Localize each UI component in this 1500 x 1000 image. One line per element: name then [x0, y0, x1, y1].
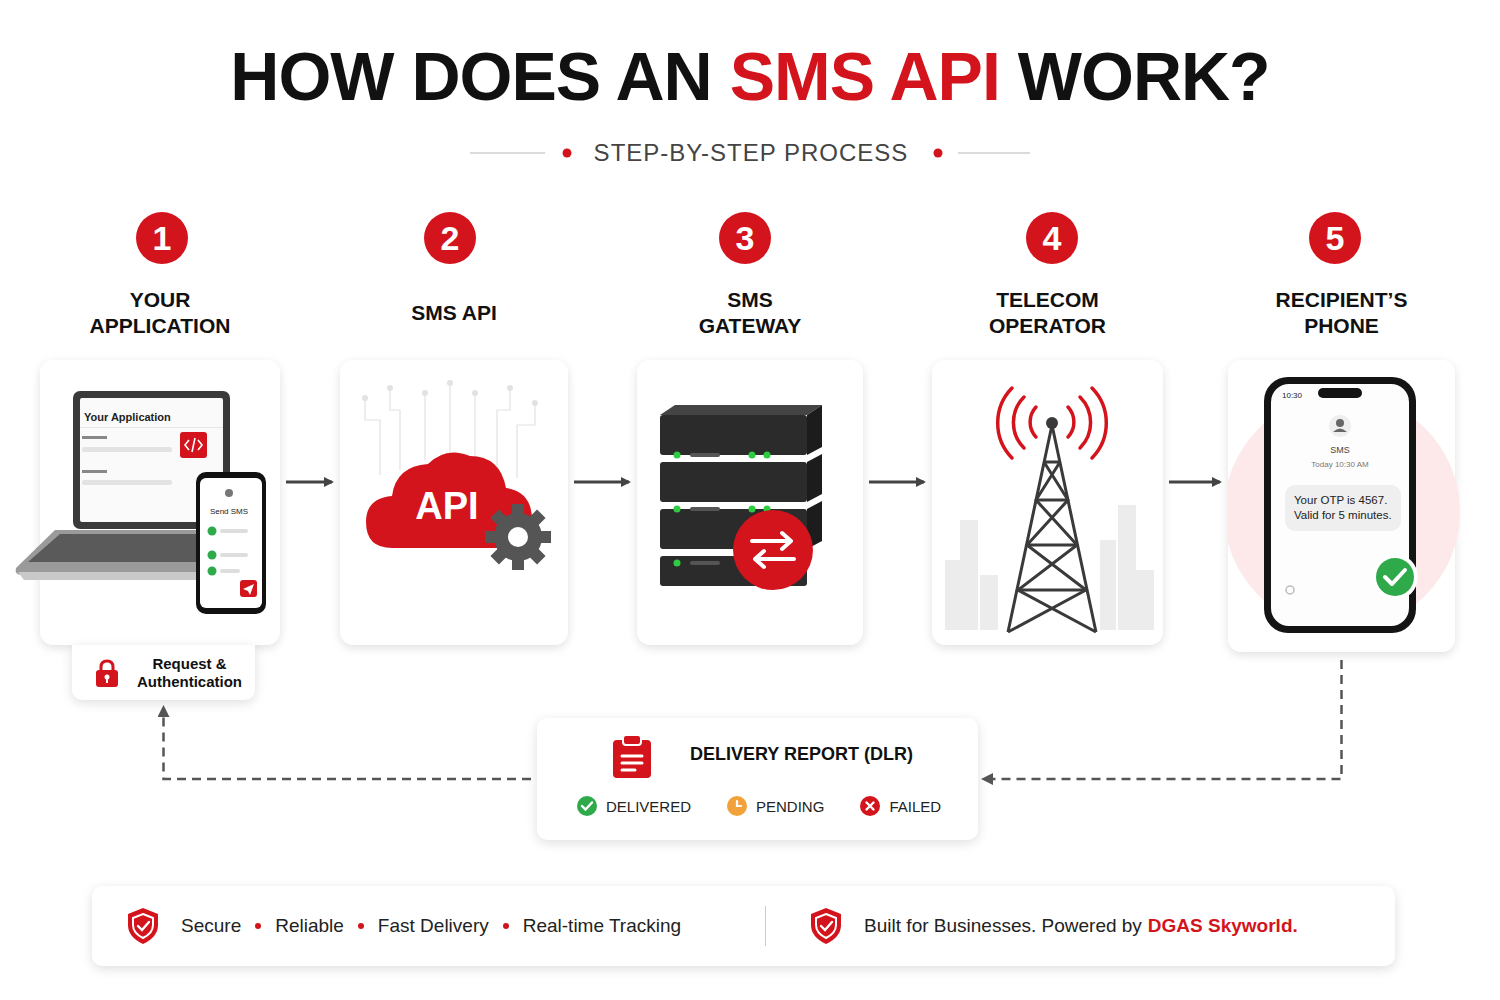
- status-item: FAILED: [860, 796, 941, 816]
- feature-text: Secure: [181, 915, 241, 937]
- callout-number: 4: [1043, 221, 1062, 255]
- step-card: YOUR APPLICATION: [40, 360, 280, 645]
- separator-dot: [255, 923, 261, 929]
- message-text: Your OTP is 4567. Valid for 5 minutes.: [1294, 493, 1392, 523]
- status-label: PENDING: [756, 798, 824, 815]
- sender-name: SMS: [1330, 446, 1350, 455]
- brand-name: DGAS Skyworld.: [1148, 915, 1298, 937]
- cloud-label: API: [415, 487, 478, 525]
- status-item: DELIVERED: [577, 796, 691, 816]
- step-heading: SMS GATEWAY: [685, 282, 815, 344]
- title-text: HOW DOES AN: [230, 36, 711, 116]
- laptop-phone-icon: [16, 391, 266, 614]
- step-circle: [136, 212, 1361, 264]
- separator-dot: [358, 923, 364, 929]
- lock-icon: [94, 658, 120, 688]
- auth-box: Request & Authentication: [72, 645, 255, 700]
- status-item: PENDING: [727, 796, 824, 816]
- step-card: SMS GATEWAY: [637, 360, 863, 645]
- report-heading: DELIVERY REPORT (DLR): [690, 744, 913, 765]
- callout-number: 1: [153, 221, 172, 255]
- message-bubble: Your OTP is 4567. Valid for 5 minutes.: [1285, 485, 1401, 531]
- divider: [765, 906, 766, 946]
- flow-arrow: [1169, 481, 1220, 484]
- callout-number: 5: [1326, 221, 1345, 255]
- report-arrow: [164, 708, 532, 779]
- report-arrow: [984, 660, 1342, 779]
- step-heading: RECIPIENT’S PHONE: [1262, 282, 1422, 344]
- status-icon: [577, 796, 597, 816]
- auth-label: Request & Authentication: [134, 655, 245, 691]
- step-heading: TELECOM OPERATOR: [973, 282, 1123, 344]
- feature-text: Real-time Tracking: [523, 915, 681, 937]
- status-icon: [860, 796, 880, 816]
- clipboard-icon: [609, 732, 655, 780]
- status-row: DELIVERED PENDING FAILED: [577, 796, 948, 816]
- shield-icon: [125, 906, 161, 946]
- callout-number: 2: [441, 221, 460, 255]
- feature-text: Built for Businesses. Powered by: [864, 915, 1142, 937]
- phone-icon: [1224, 377, 1460, 633]
- api-cloud-icon: [362, 380, 551, 570]
- step-card: RECIPIENT’S PHONEYour OTP is 4567. Valid…: [1228, 360, 1455, 652]
- separator-dot: [503, 923, 509, 929]
- report-box: DELIVERY REPORT (DLR) DELIVERED PENDING FAI…: [537, 718, 978, 840]
- flow-arrow: [869, 481, 924, 484]
- server-icon: [660, 405, 822, 590]
- subtitle: STEP-BY-STEP PROCESS: [594, 141, 909, 165]
- screen-title: Send SMS: [210, 508, 248, 516]
- tower-icon: [945, 388, 1154, 632]
- feature-text: Reliable: [275, 915, 344, 937]
- screen-title: Your Application: [84, 412, 171, 423]
- status-label: FAILED: [889, 798, 941, 815]
- status-icon: [727, 796, 747, 816]
- title-row: HOW DOES ANSMS APIWORK?: [0, 36, 1500, 116]
- flow-arrow: [574, 481, 629, 484]
- callout-number: 3: [736, 221, 755, 255]
- step-card: TELECOM OPERATOR: [932, 360, 1163, 645]
- message-time: Today 10:30 AM: [1311, 461, 1368, 469]
- title-text: SMS API: [730, 36, 1000, 116]
- title-text: WORK?: [1018, 36, 1270, 116]
- feature-bar: Secure Reliable Fast Delivery Real-time Tra…: [92, 886, 1395, 966]
- shield-icon: [808, 906, 844, 946]
- step-heading: YOUR APPLICATION: [75, 282, 245, 344]
- status-label: DELIVERED: [606, 798, 691, 815]
- flow-arrow: [286, 481, 332, 484]
- status-time: 10:30: [1282, 392, 1302, 400]
- step-heading: SMS API: [369, 282, 539, 344]
- feature-text: Fast Delivery: [378, 915, 489, 937]
